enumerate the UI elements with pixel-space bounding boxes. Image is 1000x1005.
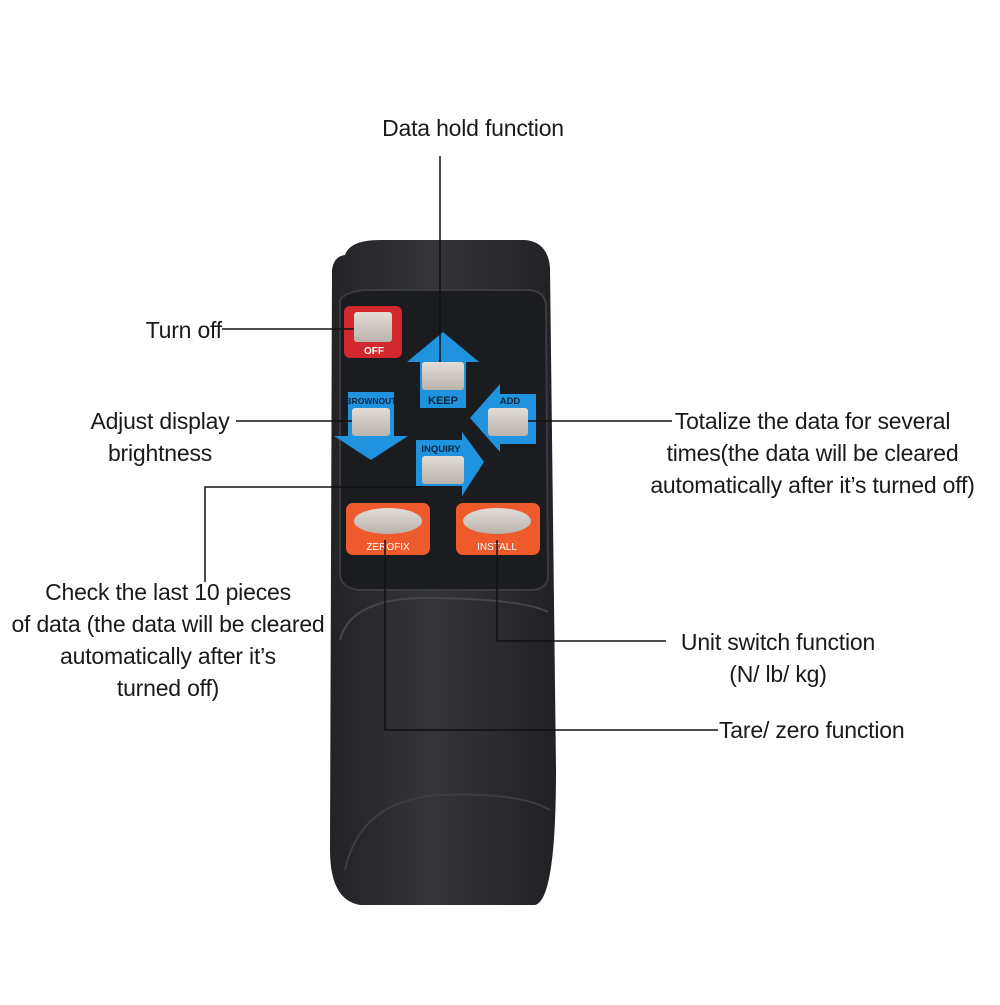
callout-totalize-line-1: Totalize the data for several <box>674 408 951 434</box>
zerofix-label: ZEROFIX <box>366 542 410 553</box>
off-label: OFF <box>364 346 384 357</box>
zerofix-button[interactable]: ZEROFIX <box>346 503 430 555</box>
callout-check-last: Check the last 10 pieces of data (the da… <box>4 576 332 704</box>
off-button[interactable]: OFF <box>344 306 402 358</box>
callout-check-last-line-1: Check the last 10 pieces <box>45 579 291 605</box>
callout-unit-switch-line-1: Unit switch function <box>680 629 876 655</box>
brownout-button[interactable]: BROWNOUT <box>334 392 408 460</box>
grip-contour <box>339 596 549 641</box>
leader-unit-switch <box>496 540 666 642</box>
install-button[interactable]: INSTALL <box>456 503 540 555</box>
grip-contour-lower <box>344 793 551 871</box>
callout-totalize-line-2: times(the data will be cleared <box>666 440 959 466</box>
brownout-label: BROWNOUT <box>346 396 398 406</box>
leader-check-last <box>204 486 422 582</box>
callout-brightness-line-2: brightness <box>107 440 213 466</box>
callout-tare-zero-line: Tare/ zero function <box>719 717 905 743</box>
callout-turn-off: Turn off <box>100 314 223 346</box>
callout-data-hold: Data hold function <box>330 112 616 144</box>
callout-brightness: Adjust display brightness <box>70 405 250 469</box>
callout-tare-zero: Tare/ zero function <box>719 714 959 746</box>
leader-tare-zero <box>384 540 718 731</box>
inquiry-label: INQUIRY <box>421 444 461 455</box>
callout-data-hold-line: Data hold function <box>382 115 564 141</box>
callout-check-last-line-3: automatically after it’s <box>60 643 276 669</box>
add-button[interactable]: ADD <box>470 384 536 452</box>
callout-check-last-line-2: of data (the data will be cleared <box>11 611 325 637</box>
inquiry-button[interactable]: INQUIRY <box>416 432 484 496</box>
callout-unit-switch-line-2: (N/ lb/ kg) <box>729 661 827 687</box>
leader-lines <box>204 156 718 731</box>
callout-totalize-line-3: automatically after it’s turned off) <box>650 472 975 498</box>
callout-totalize: Totalize the data for several times(the … <box>630 405 995 501</box>
add-label: ADD <box>500 396 521 407</box>
callout-brightness-line-1: Adjust display <box>90 408 230 434</box>
callout-unit-switch: Unit switch function (N/ lb/ kg) <box>660 626 896 690</box>
callout-turn-off-line: Turn off <box>145 317 223 343</box>
keep-button[interactable]: KEEP <box>407 332 479 408</box>
keep-label: KEEP <box>428 395 458 407</box>
callout-check-last-line-4: turned off) <box>116 675 220 701</box>
